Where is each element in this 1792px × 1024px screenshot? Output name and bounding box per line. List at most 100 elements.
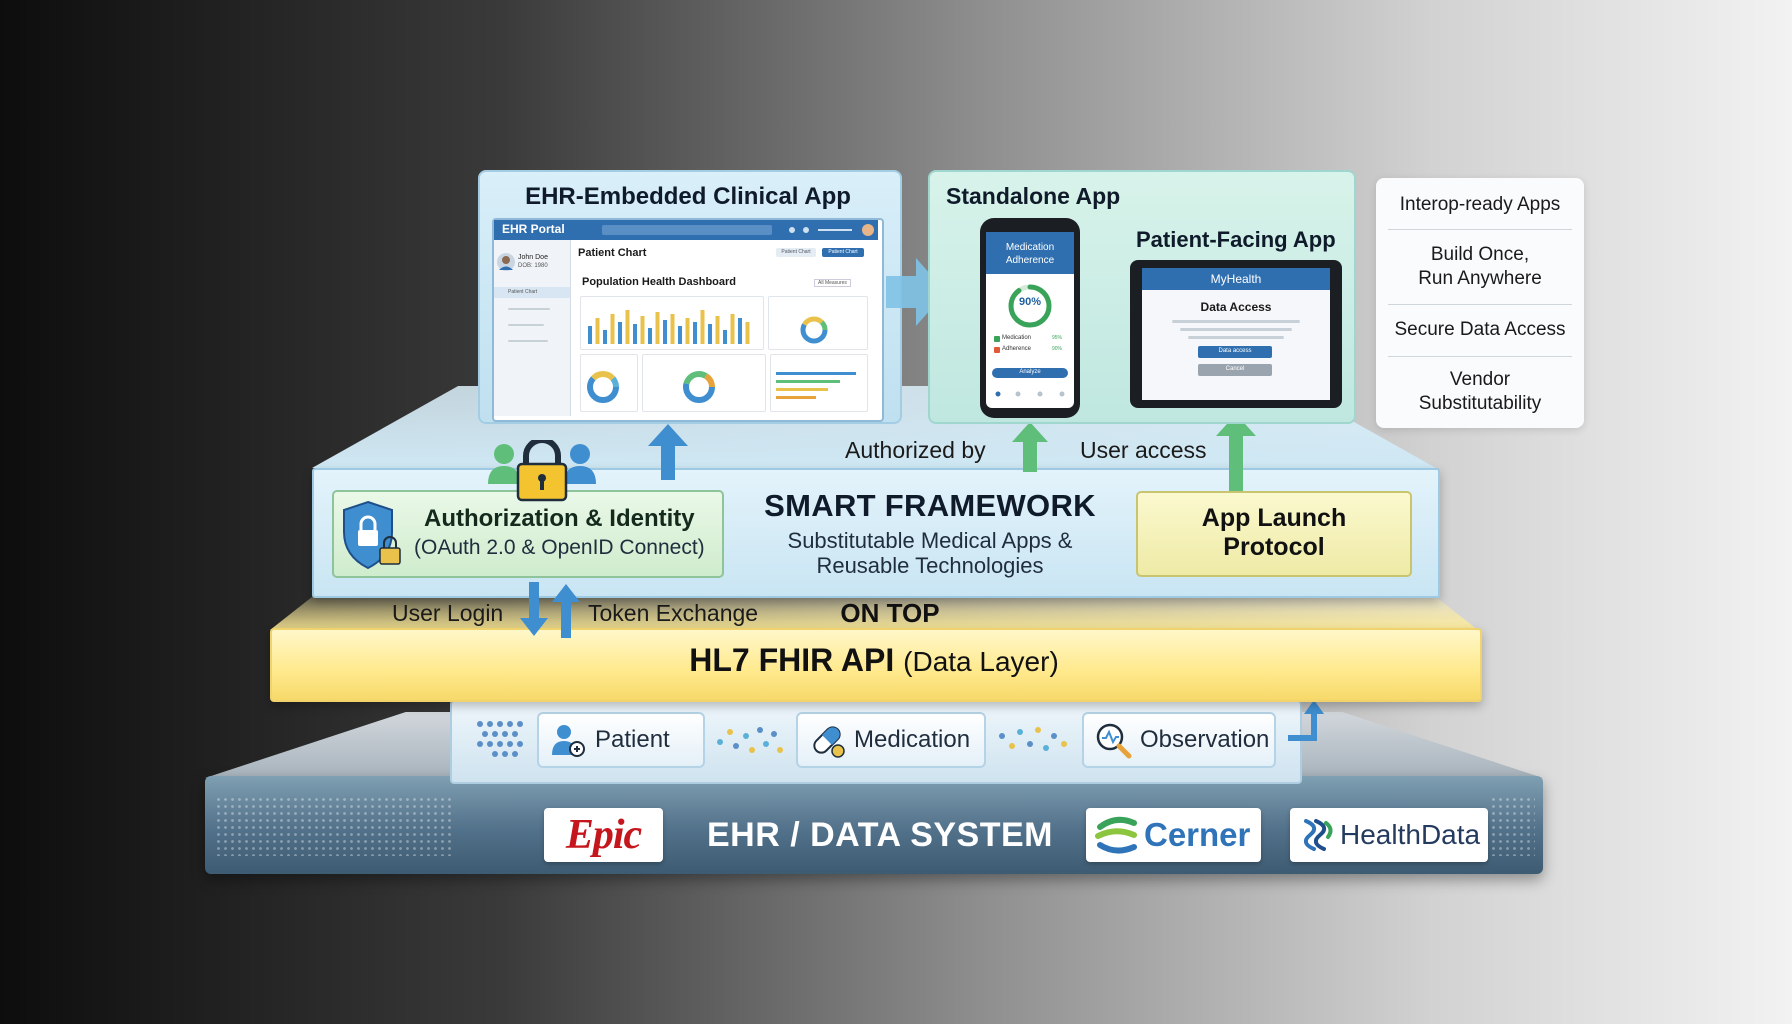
authorized-by-label: Authorized by: [845, 437, 986, 463]
tablet-screen: [1142, 268, 1330, 400]
mini-bar: [603, 330, 607, 344]
resource-medication: Medication: [796, 712, 986, 768]
mini-bar: [685, 318, 690, 344]
phone-app-header: [986, 232, 1074, 274]
base-texture-right: [1490, 796, 1535, 856]
sidebar-active-item[interactable]: [494, 287, 570, 298]
tablet-cancel-button-label: Cancel: [1225, 366, 1245, 372]
token-exchange-label: Token Exchange: [588, 600, 759, 626]
mini-bar: [670, 314, 675, 344]
user-access-label: User access: [1080, 437, 1207, 463]
tablet-data-access-button[interactable]: [1198, 346, 1272, 358]
data-bubbles-right: [999, 727, 1067, 751]
token-exchange-up-arrow-icon: [552, 584, 580, 638]
mini-bar: [693, 322, 697, 344]
dashboard-donut-3: [683, 371, 715, 403]
mini-bar: [738, 318, 742, 344]
benefit-build-once: Build Once, Run Anywhere: [1418, 244, 1542, 289]
dashboard-donut-2: [587, 371, 619, 403]
mini-bar: [678, 326, 682, 344]
resource-observation-label: Observation: [1140, 726, 1270, 753]
sidebar-item-patient-chart: Patient Chart: [508, 289, 538, 295]
mini-bar: [625, 310, 630, 344]
header-button-1[interactable]: Patient Chart: [776, 248, 816, 257]
sidebar-line: [508, 324, 544, 326]
progress-bar: [776, 388, 828, 391]
fhir-layer-top-glow: [270, 592, 1478, 630]
benefit-separator: [1388, 356, 1572, 357]
app-launch-line2: Protocol: [1223, 533, 1325, 561]
mini-bar: [745, 322, 750, 344]
data-bubbles-left: [477, 721, 523, 757]
sidebar-line: [508, 340, 548, 342]
smart-subtitle-line2: Reusable Technologies: [816, 553, 1044, 578]
resource-patient-label: Patient: [595, 726, 670, 753]
dashboard-title: Population Health Dashboard: [582, 276, 737, 288]
phone-row-adherence-value: 90%: [1052, 346, 1063, 352]
phone-row-medication: Medication: [1002, 335, 1032, 341]
patient-name: John Doe: [518, 254, 548, 261]
smart-subtitle-line1: Substitutable Medical Apps &: [787, 528, 1073, 553]
tablet-cancel-button[interactable]: [1198, 364, 1272, 376]
dashboard-donut-card-3: [642, 354, 766, 412]
users-padlock-icon: [488, 440, 596, 502]
phone-row-adherence: Adherence: [1002, 346, 1032, 352]
dashboard-filter[interactable]: All Measures: [814, 279, 851, 287]
medication-row-icon: [994, 336, 1000, 342]
observation-magnifier-icon: [1096, 723, 1132, 759]
myhealth-brand: MyHealth: [1210, 272, 1262, 286]
patient-facing-up-arrow-icon: [1216, 414, 1256, 494]
mini-bar: [610, 314, 615, 344]
app-launch-protocol-box: [1136, 491, 1412, 577]
cerner-logo-card: Cerner: [1086, 808, 1261, 862]
resource-observation: Observation: [1082, 712, 1276, 768]
fhir-api-layer: [270, 628, 1482, 702]
fhir-api-title: HL7 FHIR API (Data Layer): [270, 642, 1478, 686]
mini-bar: [730, 314, 735, 344]
ehr-system-title: EHR / DATA SYSTEM: [707, 816, 1053, 854]
smart-framework-title: SMART FRAMEWORK: [764, 488, 1096, 523]
mini-bar: [633, 324, 637, 344]
healthdata-logo-text: HealthData: [1340, 819, 1481, 850]
benefit-vendor-substitutability: Vendor Substitutability: [1418, 369, 1542, 414]
tablet-data-access-button-label: Data access: [1218, 348, 1252, 354]
patient-chart-title: Patient Chart: [578, 247, 647, 259]
phone-analyze-button[interactable]: [992, 368, 1068, 378]
ehr-embedded-title: EHR-Embedded Clinical App: [525, 183, 851, 210]
tablet-app-header: [1142, 268, 1330, 290]
user-login-label: User Login: [392, 600, 504, 626]
base-texture-left: [215, 796, 455, 856]
medication-pill-icon: [813, 726, 845, 758]
mini-bar: [618, 322, 622, 344]
fhir-title-bold: HL7 FHIR API: [689, 642, 895, 678]
phone-analyze-button-label: Analyze: [1019, 369, 1041, 375]
header-button-2[interactable]: Patient Chart: [822, 248, 864, 257]
authorization-subtitle: (OAuth 2.0 & OpenID Connect): [414, 536, 705, 559]
user-login-down-arrow-icon: [520, 582, 548, 636]
benefit-secure-data-access: Secure Data Access: [1394, 319, 1566, 340]
mini-bar: [655, 312, 660, 344]
phone-row-medication-value: 95%: [1052, 335, 1063, 341]
authorization-title: Authorization & Identity: [424, 505, 695, 532]
patient-facing-app-title: Patient-Facing App: [1136, 227, 1336, 252]
tablet-text-line: [1180, 328, 1292, 331]
data-access-title: Data Access: [1200, 300, 1272, 314]
progress-bar: [776, 396, 816, 399]
mini-bar: [708, 324, 712, 344]
on-top-label: ON TOP: [840, 598, 940, 628]
mini-bar: [588, 326, 592, 344]
phone-header-line2: Adherence: [1005, 255, 1055, 266]
shield-lock-icon: [343, 500, 401, 570]
phone-tab-bar: [995, 391, 1065, 397]
standalone-app-title: Standalone App: [946, 183, 1121, 209]
resource-upload-arrow-icon: [1288, 700, 1324, 741]
mini-bar: [700, 310, 705, 344]
mini-bar: [715, 316, 720, 344]
cerner-mark-icon: [1095, 816, 1137, 854]
resource-patient: Patient: [537, 712, 705, 768]
mini-bar: [648, 328, 652, 344]
phone-header-line1: Medication: [1005, 242, 1055, 253]
patient-dob: DOB: 1980: [518, 263, 548, 269]
healthdata-mark-icon: [1303, 819, 1333, 851]
